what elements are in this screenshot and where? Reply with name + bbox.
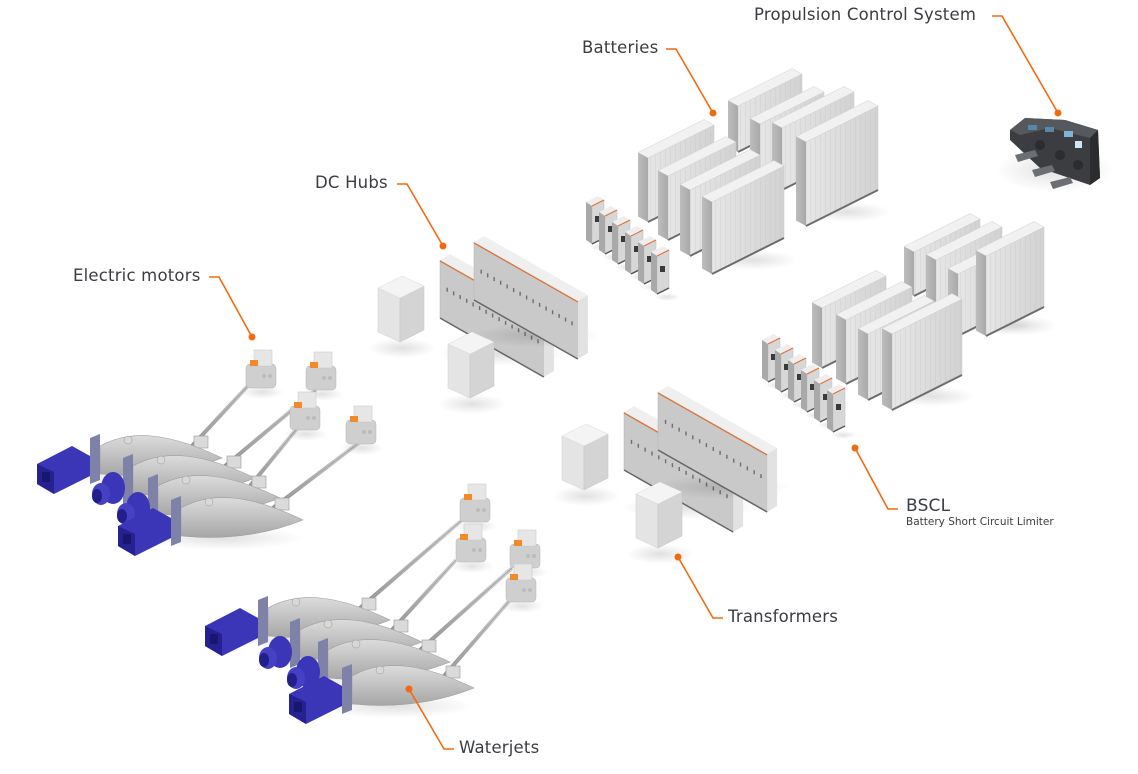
battery-racks-upper (637, 68, 891, 275)
bscl-cabinet (827, 384, 856, 439)
callouts (209, 15, 1059, 750)
battery-racks-lower (811, 213, 1057, 411)
steering-reverse-unit (289, 676, 342, 724)
electric-motor (500, 563, 544, 613)
bscl-cabinets-upper (586, 196, 680, 301)
transformer (368, 275, 436, 358)
electric-motor (340, 405, 384, 455)
label-bscl: BSCL (906, 496, 951, 516)
label-dc-hubs: DC Hubs (315, 173, 388, 192)
callout-dot-waterjets (405, 685, 413, 693)
callout-line-electric-motors (209, 276, 253, 338)
steering-reverse-unit (118, 508, 171, 556)
callout-line-batteries (666, 48, 714, 114)
nozzle (259, 636, 292, 669)
bscl-cabinets-lower (762, 334, 856, 439)
electric-motor (450, 523, 494, 573)
battery-rack (881, 293, 975, 411)
callout-dot-propulsion-control (1054, 109, 1062, 117)
callout-line-transformers (677, 556, 723, 619)
label-waterjets: Waterjets (459, 738, 540, 757)
propulsion-control-console (995, 118, 1115, 192)
electric-motor (284, 391, 328, 441)
callout-line-propulsion-control (992, 15, 1059, 114)
callout-dot-electric-motors (248, 333, 256, 341)
waterjet-drive-line (289, 598, 512, 724)
callout-dot-transformers (674, 553, 682, 561)
dc-hub (654, 386, 791, 513)
battery-rack (701, 160, 797, 275)
nozzle (92, 472, 125, 505)
dc-hub (471, 236, 601, 360)
transformers (368, 275, 694, 564)
callout-dot-batteries (709, 109, 717, 117)
label-transformers: Transformers (728, 607, 839, 626)
electric-motor (240, 349, 284, 399)
callout-dots (248, 109, 1062, 693)
dc-hubs-lower (620, 386, 791, 533)
transformer (438, 331, 506, 414)
callout-line-dc-hubs (397, 183, 444, 247)
bscl-cabinet (651, 246, 680, 301)
battery-rack (795, 100, 891, 227)
callout-dot-dc-hubs (439, 242, 447, 250)
label-propulsion-control-system: Propulsion Control System (754, 5, 977, 24)
label-batteries: Batteries (582, 38, 659, 57)
steering-reverse-unit (37, 446, 90, 494)
label-bscl-full-name: Battery Short Circuit Limiter (906, 516, 1054, 528)
steering-reverse-unit (205, 608, 258, 656)
waterjet-drive-line (118, 440, 362, 556)
waterjets-upper (37, 349, 384, 556)
callout-line-waterjets (408, 688, 454, 750)
callout-line-bscl (854, 447, 898, 510)
transformer (552, 423, 620, 506)
nozzle (287, 656, 320, 689)
transformer (626, 481, 694, 564)
callout-dot-bscl (851, 444, 859, 452)
battery-rack (975, 221, 1057, 337)
label-electric-motors: Electric motors (73, 266, 201, 285)
